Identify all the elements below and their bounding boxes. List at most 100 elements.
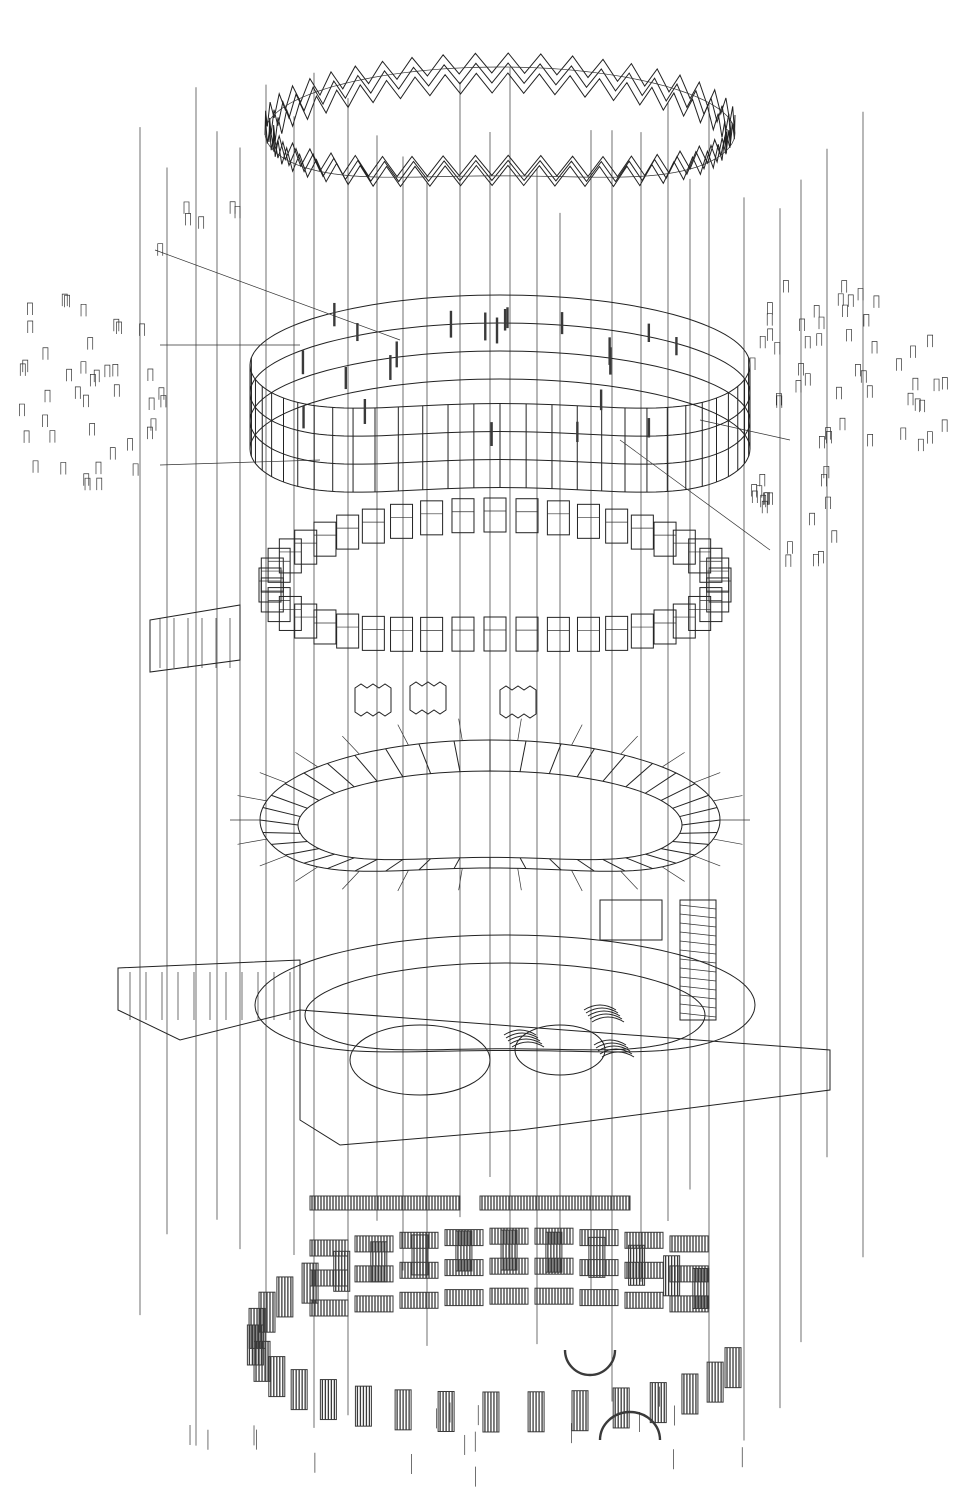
floating-window-element — [27, 320, 34, 333]
layer-upper-ring-facade-frame — [154, 249, 791, 551]
floating-window-element — [871, 341, 878, 354]
floating-window-element — [927, 431, 933, 444]
floating-window-element — [841, 280, 848, 293]
floating-window-element — [185, 213, 191, 226]
room-leader-line — [517, 868, 522, 891]
room-partition — [284, 783, 320, 801]
window-frame — [483, 497, 507, 533]
floating-window-element — [825, 427, 831, 440]
floating-window-element — [907, 392, 914, 406]
spiral-stair — [591, 1016, 625, 1023]
stair-tower-tread — [679, 931, 717, 937]
spiral-stair — [507, 1035, 541, 1042]
floating-window-element — [857, 288, 864, 301]
floating-window-element — [813, 305, 820, 318]
floating-window-element — [74, 386, 81, 399]
floating-window-element — [89, 423, 95, 436]
room-partition — [354, 858, 378, 872]
floating-window-element — [866, 385, 873, 398]
window-frame — [672, 529, 696, 565]
window-frame — [294, 603, 318, 639]
floating-window-element — [761, 500, 768, 514]
floating-window-element — [147, 426, 153, 440]
spiral-stair — [587, 1010, 621, 1017]
room-leader-line — [397, 724, 409, 746]
window-frame — [546, 616, 570, 652]
floating-window-element — [933, 378, 940, 392]
layer-roof-zigzag-canopy — [264, 52, 736, 188]
floating-window-element — [839, 417, 846, 431]
floating-window-element — [229, 201, 236, 214]
room-partition — [453, 857, 461, 869]
room-leader-line — [342, 870, 360, 890]
floating-window-element — [19, 363, 26, 376]
room-partition — [679, 806, 718, 818]
floating-window-element — [109, 447, 116, 460]
stair-tower-tread — [679, 904, 717, 910]
floating-window-element — [809, 512, 815, 526]
floating-window-element — [113, 318, 120, 332]
room-partition — [262, 806, 301, 818]
floating-window-element — [798, 363, 804, 376]
facade-panel — [399, 1291, 439, 1309]
floating-window-element — [819, 436, 825, 449]
floating-window-element — [61, 293, 68, 307]
room-leader-line — [693, 855, 721, 867]
floating-window-element — [941, 419, 948, 432]
room-partition — [327, 857, 355, 870]
floating-window-element — [776, 395, 783, 408]
window-frame — [390, 503, 414, 539]
room-partition — [625, 857, 653, 870]
floating-window-element — [113, 384, 120, 397]
room-partition — [303, 853, 335, 864]
floating-window-element — [60, 462, 67, 475]
spiral-stair — [597, 1045, 631, 1052]
window-frame — [630, 613, 654, 649]
room-partition — [625, 763, 653, 788]
floating-window-element — [818, 551, 824, 564]
floating-window-element — [917, 438, 924, 452]
floating-window-element — [160, 395, 167, 408]
room-partition — [576, 748, 595, 778]
ring-level-line — [249, 294, 751, 409]
floating-window-element — [842, 304, 848, 318]
plan-ring-outer — [254, 934, 756, 1053]
courtyard-oval — [349, 1024, 491, 1096]
floating-window-element — [84, 477, 91, 491]
facade-panel — [669, 1265, 709, 1283]
facade-panel — [579, 1259, 619, 1277]
room-partition — [548, 858, 562, 871]
floating-window-element — [89, 374, 96, 387]
stair-tower — [679, 899, 717, 1021]
room-partition — [303, 772, 335, 794]
facade-panel — [624, 1261, 664, 1279]
floating-window-element — [27, 302, 33, 315]
floating-window-element — [847, 294, 854, 307]
room-partition — [679, 831, 718, 834]
floating-window-element — [767, 302, 773, 315]
layer-ground-floor-plan-plinth — [117, 899, 831, 1146]
floating-window-element — [766, 313, 773, 326]
roof-zigzag-band — [272, 72, 728, 188]
spiral-stair — [585, 1007, 619, 1014]
room-leader-line — [237, 838, 267, 845]
floating-window-element — [818, 316, 825, 330]
side-frame — [149, 604, 241, 673]
facade-panel — [489, 1287, 529, 1305]
floating-window-element — [22, 359, 29, 373]
room-partition — [385, 748, 404, 778]
floating-window-element — [919, 399, 926, 413]
room-leader-line — [571, 724, 583, 746]
facade-panel — [309, 1195, 461, 1211]
floating-window-element — [23, 430, 30, 443]
floating-window-element — [896, 358, 902, 371]
floating-window-element — [127, 438, 133, 451]
folded-panel — [354, 683, 392, 717]
floating-window-element — [32, 460, 39, 473]
floating-window-element — [941, 377, 948, 390]
floating-window-element — [863, 314, 870, 327]
facade-panel — [399, 1261, 439, 1279]
room-leader-line — [517, 718, 522, 741]
